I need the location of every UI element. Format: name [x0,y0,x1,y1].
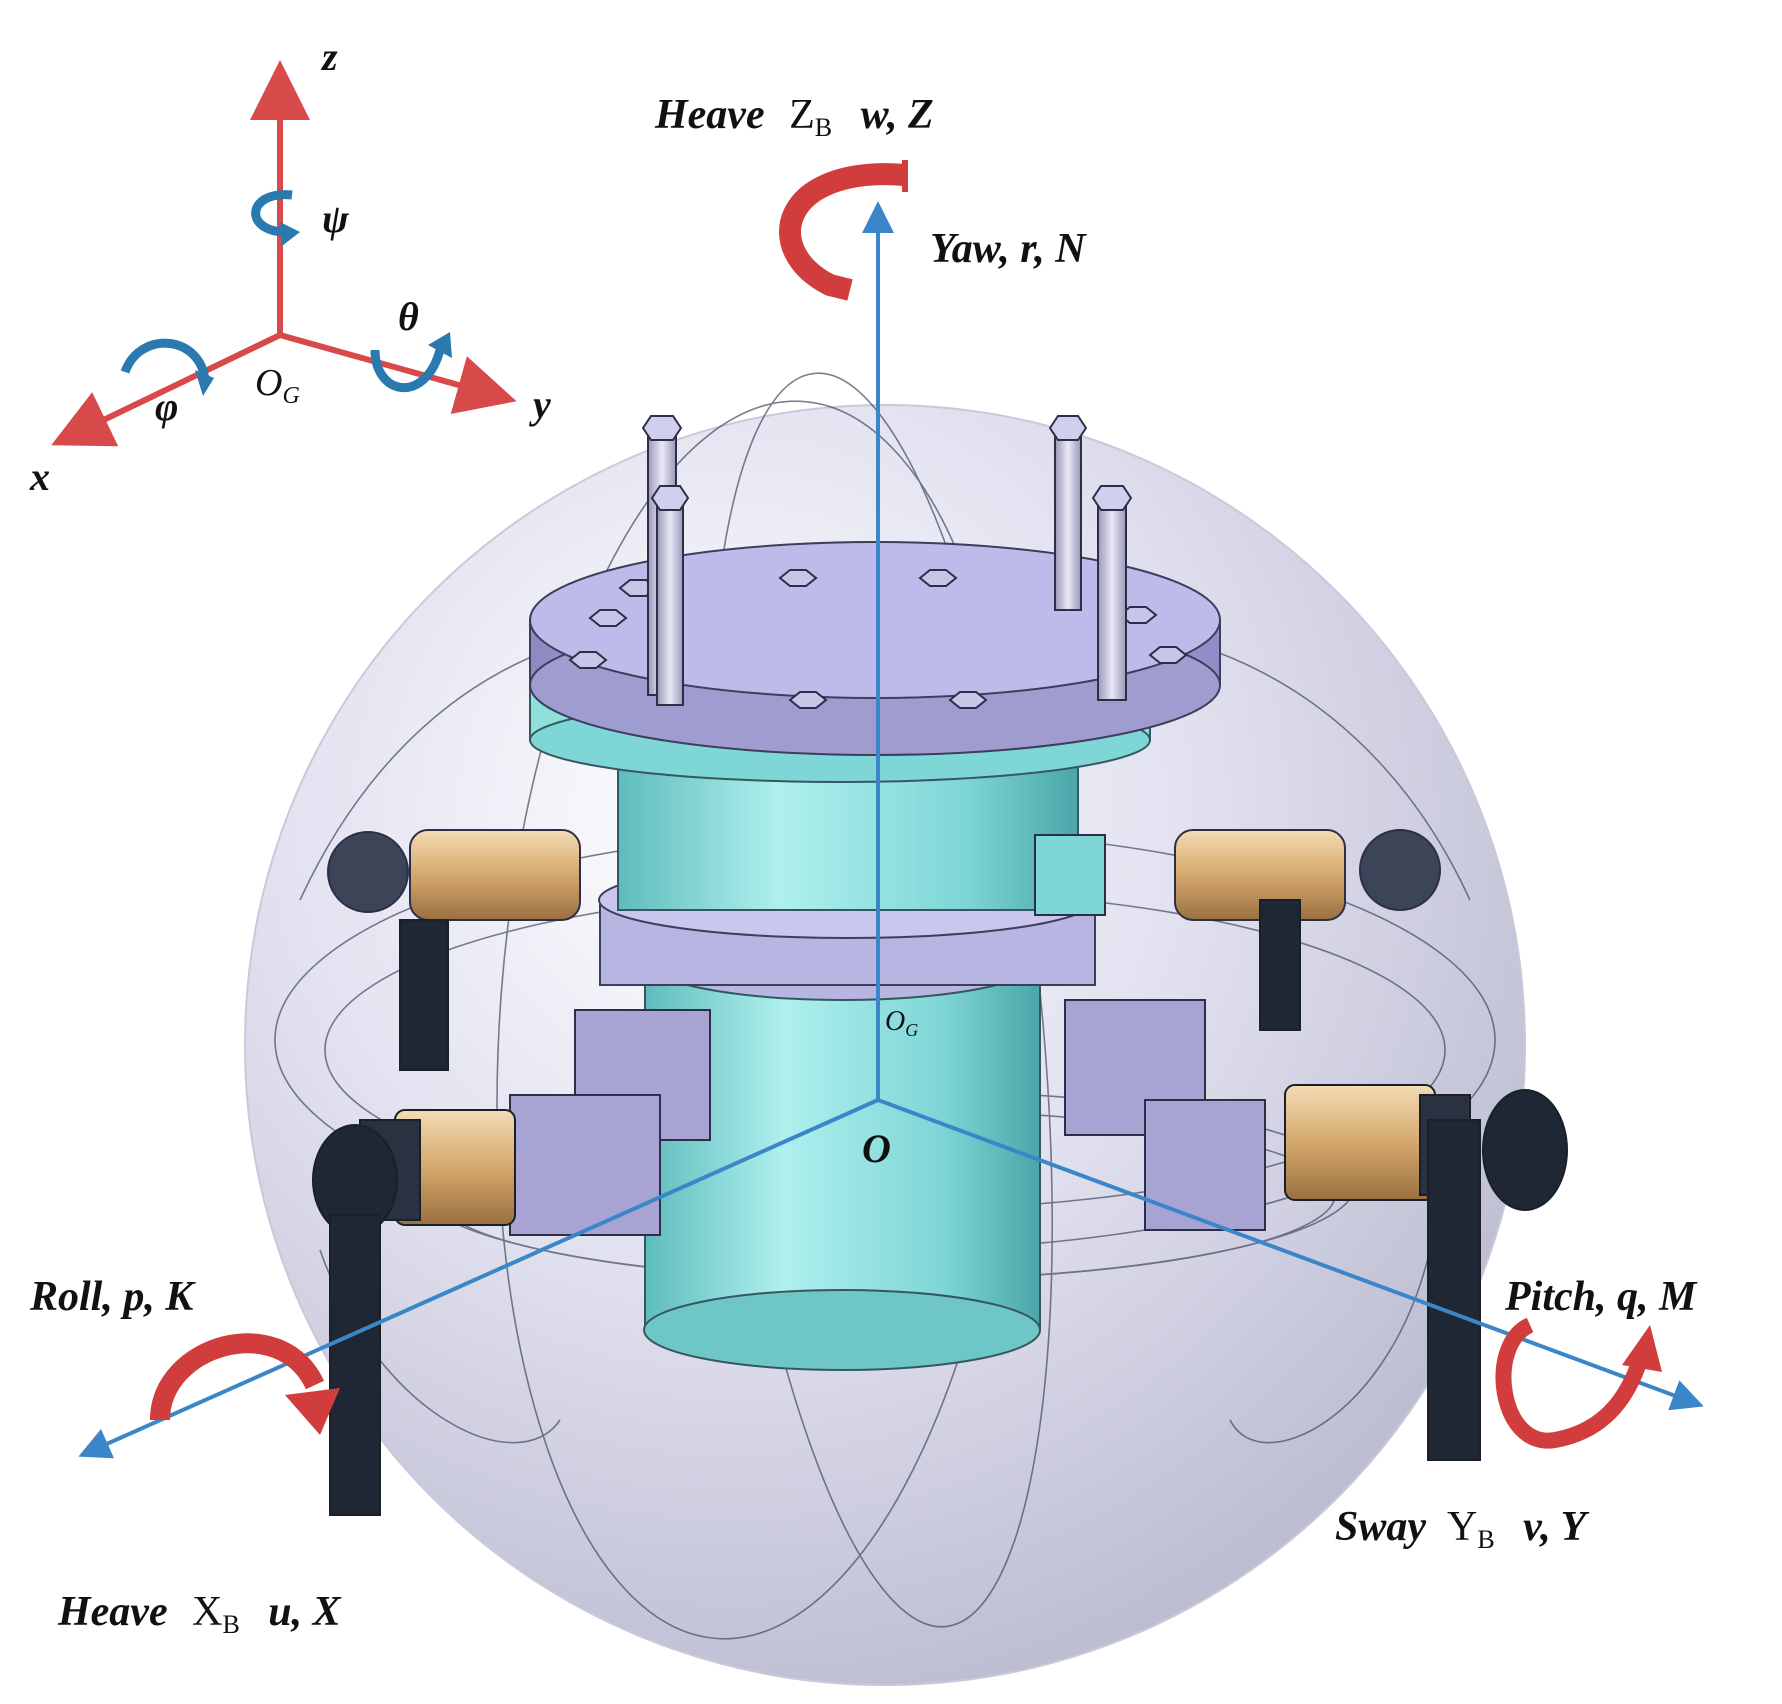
global-origin-label: OG [255,362,300,409]
psi-rotation-arrow [251,190,293,237]
phi-label: φ [155,384,178,429]
pitch-label: Pitch, q, M [1504,1274,1698,1320]
pitch-moment-arrow [1495,1317,1662,1449]
global-x-axis [51,332,282,447]
left-thruster [312,919,516,1516]
global-y-axis [279,332,517,414]
psi-label: ψ [322,196,349,241]
heave-z-label: Heave ZB w, Z [654,92,934,146]
body-x-axis [78,1098,879,1459]
servo-boxes [509,834,1266,1236]
svg-text:Heave XB u, X: Heave XB u, X [57,1589,342,1643]
global-y-label: y [529,382,551,427]
svg-text:Sway YB v, Y: Sway YB v, Y [1335,1504,1589,1558]
global-frame-labels: z x y ψ θ φ OG [29,34,551,499]
sway-label: Sway YB v, Y [1335,1504,1589,1558]
svg-text:Heave ZB w, Z: Heave ZB w, Z [654,92,934,146]
global-frame [51,60,517,447]
heave-x-label: Heave XB u, X [57,1589,342,1643]
body-y-axis [877,1098,1704,1411]
body-frame-axes [78,201,1704,1459]
theta-rotation-arrow [370,348,445,393]
phi-rotation-arrow [120,338,210,381]
plate-bolts [568,569,1188,709]
right-thruster [1259,899,1568,1461]
center-og-label: OG [885,1006,918,1040]
upper-thrusters [327,829,1441,921]
vertical-bolts [641,415,1133,706]
theta-label: θ [398,294,419,339]
center-o-label: O [862,1126,891,1171]
global-z-label: z [320,34,338,79]
global-x-label: x [29,454,50,499]
yaw-label: Yaw, r, N [930,226,1087,272]
roll-moment-arrow [150,1333,340,1435]
yaw-moment-arrow [779,160,908,301]
roll-label: Roll, p, K [29,1274,196,1320]
